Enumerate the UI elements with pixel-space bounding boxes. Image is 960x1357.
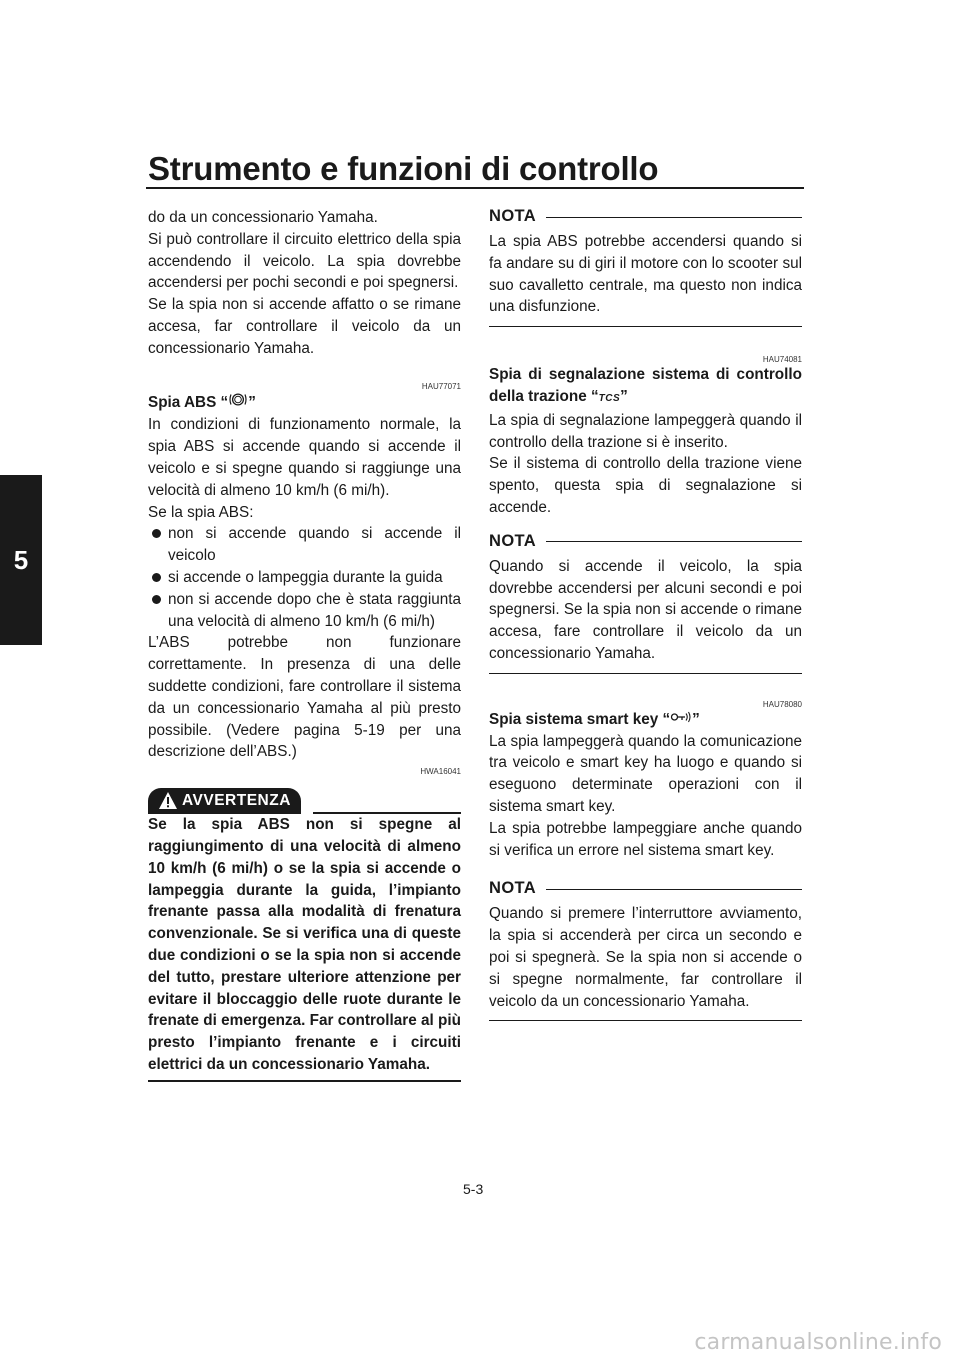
note-end-rule xyxy=(489,672,802,674)
note-text: La spia ABS potrebbe accendersi quando s… xyxy=(489,233,802,316)
smart-key-icon xyxy=(670,709,692,731)
watermark: carmanualsonline.info xyxy=(694,1330,942,1355)
smartkey-section-code: HAU78080 xyxy=(762,699,802,709)
note-text: Quando si premere l’interruttore avviame… xyxy=(489,905,802,1010)
note-end-rule xyxy=(489,1020,802,1022)
abs-section-code: HAU77071 xyxy=(421,381,461,391)
abs-paragraph-1: In condizioni di funzionamento normale, … xyxy=(148,416,461,499)
tcs-section-code: HAU74081 xyxy=(762,355,802,365)
warning-label: AVVERTENZA xyxy=(182,792,291,810)
list-item: non si accende quando si accende il veic… xyxy=(148,523,461,567)
intro-paragraph-2: Si può controllare il circuito elettrico… xyxy=(148,230,461,292)
list-item: si accende o lampeggia durante la guida xyxy=(148,567,461,589)
tcs-paragraph-2: Se il sistema di controllo della trazion… xyxy=(489,455,802,516)
note-header: NOTA xyxy=(489,528,802,556)
warning-text: Se la spia ABS non si spegne al raggiung… xyxy=(148,816,461,1073)
smartkey-heading-suffix: ” xyxy=(692,710,700,728)
note-label: NOTA xyxy=(489,207,537,226)
smartkey-paragraph-1: La spia lampeggerà quando la comunicazio… xyxy=(489,732,802,815)
smartkey-paragraph-2: La spia potrebbe lampeggiare anche quand… xyxy=(489,819,802,859)
warning-rule xyxy=(312,812,461,815)
note-rule xyxy=(546,541,802,543)
abs-heading-suffix: ” xyxy=(248,393,256,411)
left-column: do da un concessionario Yamaha. Si può c… xyxy=(148,207,461,1082)
note-label: NOTA xyxy=(489,879,537,898)
warning-header: AVVERTENZA xyxy=(148,786,461,815)
warning-triangle-icon xyxy=(159,792,177,810)
note-text: Quando si accende il veicolo, la spia do… xyxy=(489,557,802,662)
header-rule xyxy=(146,187,804,189)
chapter-tab-number: 5 xyxy=(13,544,29,575)
tcs-icon-text: TCS xyxy=(598,392,621,404)
smartkey-section-heading: Spia sistema smart key “ ” xyxy=(489,709,802,731)
note-label: NOTA xyxy=(489,531,537,550)
abs-warning-icon xyxy=(228,391,248,415)
note-rule xyxy=(546,216,802,218)
list-item: non si accende dopo che è stata raggiunt… xyxy=(148,589,461,633)
note-end-rule xyxy=(489,326,802,328)
note-rule xyxy=(546,888,802,890)
smartkey-heading-prefix: Spia sistema smart key “ xyxy=(489,710,671,728)
tcs-heading-suffix: ” xyxy=(620,387,628,405)
warning-code: HWA16041 xyxy=(420,767,461,777)
tcs-section-heading: Spia di segnalazione sistema di controll… xyxy=(489,364,802,410)
page-title: Strumento e funzioni di controllo xyxy=(148,150,659,187)
abs-section-heading: Spia ABS “ ” xyxy=(148,391,461,415)
warning-badge: AVVERTENZA xyxy=(148,788,301,815)
abs-heading-prefix: Spia ABS “ xyxy=(148,393,229,411)
abs-condition-list: non si accende quando si accende il veic… xyxy=(148,523,461,632)
tcs-icon: TCS xyxy=(599,388,621,410)
note-header: NOTA xyxy=(489,203,802,231)
right-column: NOTA La spia ABS potrebbe accendersi qua… xyxy=(489,207,802,1022)
page-number: 5-3 xyxy=(463,1181,484,1197)
warning-end-rule xyxy=(148,1079,461,1082)
chapter-tab: 5 xyxy=(0,475,42,645)
note-header: NOTA xyxy=(489,875,802,903)
intro-paragraph-1: do da un concessionario Yamaha. xyxy=(148,209,378,226)
abs-list-intro: Se la spia ABS: xyxy=(148,503,254,521)
intro-paragraph-3: Se la spia non si accende affatto o se r… xyxy=(148,296,461,357)
abs-paragraph-2: L’ABS potrebbe non funzionare correttame… xyxy=(148,634,461,761)
tcs-heading-prefix: Spia di segnalazione sistema di controll… xyxy=(489,366,802,405)
tcs-paragraph-1: La spia di segnalazione lampeggerà quand… xyxy=(489,411,802,451)
